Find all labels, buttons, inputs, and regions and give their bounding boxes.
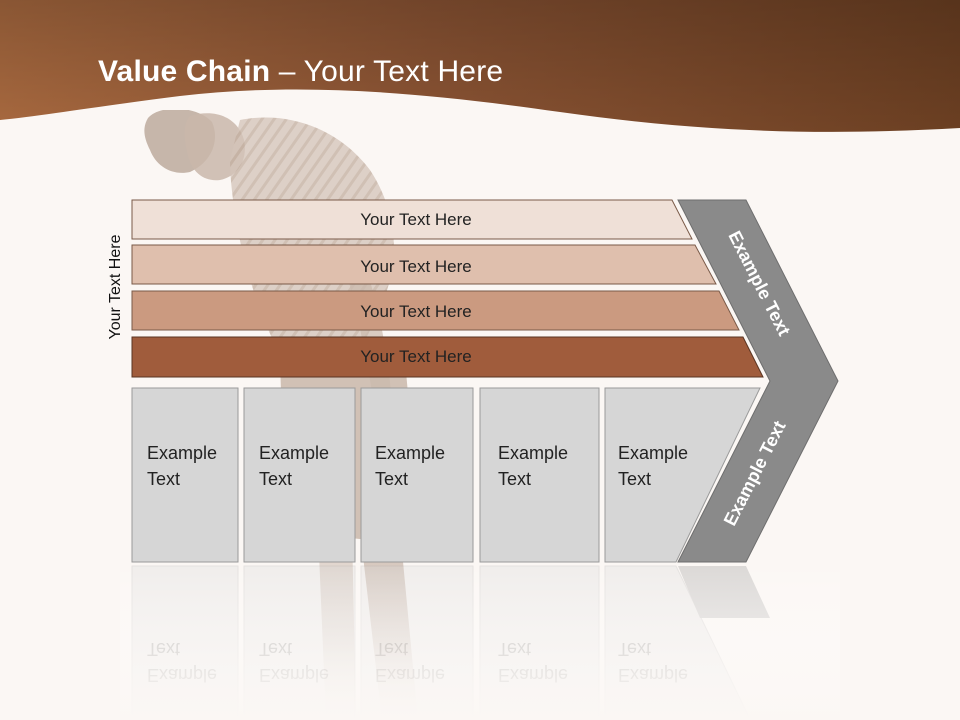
box-2-line1: Example <box>259 443 329 463</box>
box-3-line2: Text <box>375 469 408 489</box>
box-5-line2: Text <box>618 469 651 489</box>
box-4 <box>479 387 600 563</box>
title-banner <box>0 0 960 132</box>
bar-2 <box>131 244 717 285</box>
bars-group: Your Text Here Your Text Here Your Text … <box>131 199 764 378</box>
box-4-line1: Example <box>498 443 568 463</box>
bar-4 <box>131 336 764 378</box>
bar-1 <box>131 199 693 240</box>
title-bold: Value Chain <box>98 55 271 88</box>
box-5-line1: Example <box>618 443 688 463</box>
box-3-line1: Example <box>375 443 445 463</box>
box-1 <box>131 387 239 563</box>
bar-3 <box>131 290 740 331</box>
box-2 <box>243 387 356 563</box>
title-rest: – Your Text Here <box>270 55 504 88</box>
bar-2-label: Your Text Here <box>360 257 472 276</box>
bar-1-label: Your Text Here <box>360 210 472 229</box>
box-4-line2: Text <box>498 469 531 489</box>
side-label: Your Text Here <box>107 234 124 340</box>
box-1-line2: Text <box>147 469 180 489</box>
bar-3-label: Your Text Here <box>360 302 472 321</box>
box-2-line2: Text <box>259 469 292 489</box>
boxes-group: Example Text Example Text Example Text E… <box>131 387 761 563</box>
box-1-line1: Example <box>147 443 217 463</box>
box-3 <box>360 387 474 563</box>
reflection-fade <box>120 562 840 720</box>
page-title: Value Chain – Your Text Here <box>98 55 503 89</box>
bar-4-label: Your Text Here <box>360 347 472 366</box>
